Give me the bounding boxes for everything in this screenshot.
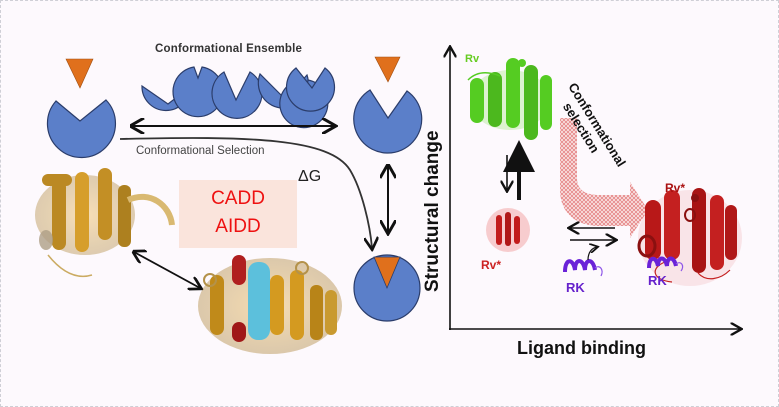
pacman-receptor-left [46, 99, 116, 159]
protein-structure-complex [198, 255, 342, 354]
label-rv-active-right: Rv* [665, 181, 686, 195]
peptide-rk-free [563, 247, 603, 277]
protein-rv-active-small [486, 208, 530, 252]
bound-receptor [353, 254, 421, 322]
open-receptor-left [46, 58, 116, 159]
method-box: CADD AIDD [179, 180, 297, 248]
ensemble-title: Conformational Ensemble [155, 43, 303, 55]
conformational-ensemble [141, 66, 336, 129]
selection-pathway-curve [119, 137, 372, 248]
ligand-triangle-right [374, 56, 401, 83]
protein-structure-apo [35, 168, 175, 277]
method-aidd: AIDD [215, 216, 261, 237]
method-cadd: CADD [211, 188, 265, 209]
protein-rv-active-complex [637, 188, 742, 286]
label-rv-active-left: Rv* [481, 258, 502, 272]
ligand-triangle-left [65, 58, 94, 89]
apo-to-complex-arrow [134, 252, 200, 288]
selection-label: Conformational Selection [136, 145, 265, 157]
label-rk-free: RK [566, 280, 585, 295]
delta-g-label: ΔG [298, 168, 322, 185]
label-rv-inactive: Rv [465, 53, 480, 65]
y-axis-title: Structural change [422, 130, 443, 292]
ligand-triangle-bound [373, 256, 401, 290]
x-axis-title: Ligand binding [517, 338, 646, 358]
peptide-rk-bound [647, 256, 684, 272]
pacman-receptor-right [353, 89, 423, 154]
open-receptor-right [353, 56, 423, 154]
conformational-selection-arrow [560, 118, 648, 238]
protein-rv-inactive [467, 58, 552, 140]
label-rk-bound: RK [648, 273, 667, 288]
